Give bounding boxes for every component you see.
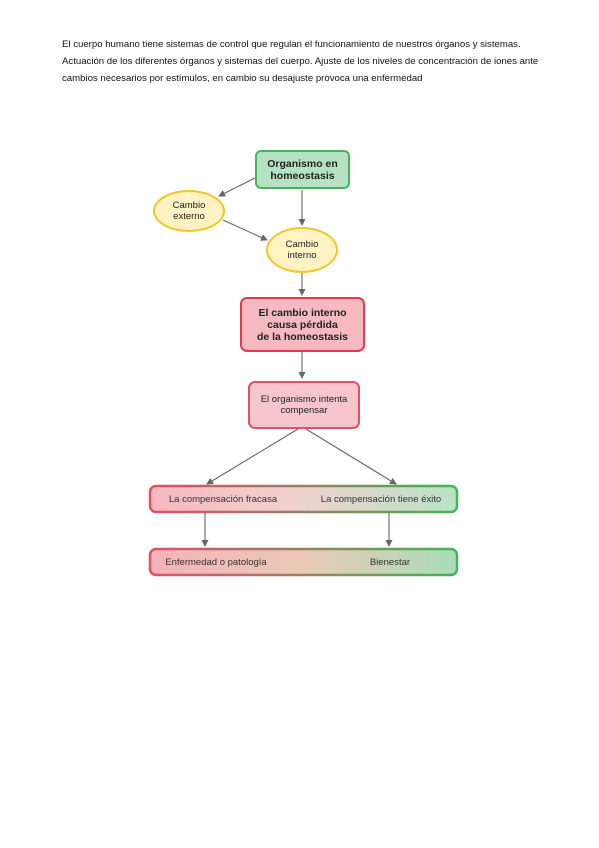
cambio-externo-oval: Cambio externo bbox=[153, 190, 225, 232]
organismo-compensar-box: El organismo intenta compensar bbox=[248, 381, 360, 429]
bienestar-label: Bienestar bbox=[369, 556, 411, 568]
cambio-interno-oval: Cambio interno bbox=[266, 227, 338, 273]
organismo-homeostasis-box: Organismo en homeostasis bbox=[255, 150, 350, 189]
arrow-organismo-to-externo bbox=[218, 177, 256, 197]
arrow-compensar-to-exito bbox=[305, 428, 397, 485]
compensation-bar bbox=[148, 484, 459, 514]
outcome-bar bbox=[148, 547, 459, 577]
compensacion-fracasa-label: La compensación fracasa bbox=[168, 493, 278, 505]
enfermedad-label: Enfermedad o patología bbox=[165, 556, 267, 568]
intro-paragraph: El cuerpo humano tiene sistemas de contr… bbox=[62, 39, 539, 84]
perdida-homeostasis-box: El cambio interno causa pérdida de la ho… bbox=[240, 297, 365, 352]
arrow-externo-to-interno bbox=[222, 219, 268, 241]
compensacion-exito-label: La compensación tiene éxito bbox=[320, 493, 442, 505]
arrow-compensar-to-fracasa bbox=[206, 428, 299, 485]
